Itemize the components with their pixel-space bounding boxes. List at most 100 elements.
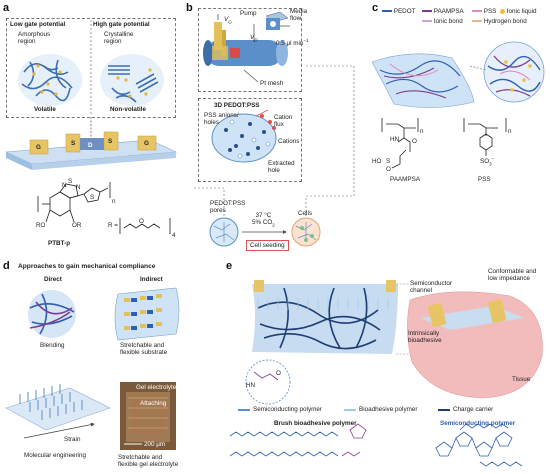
panel-b: b [184, 0, 366, 255]
stretchable-substrate-label: Stretchable and flexible substrate [120, 342, 168, 357]
panel-a-label: a [3, 2, 10, 14]
co2-sub: 2 [272, 222, 275, 228]
atom-s-c: S [386, 158, 391, 165]
incubation-label: 37 °C 5% CO2 [252, 212, 275, 228]
legend-ionic-bond-swatch [422, 20, 432, 23]
flow-exp: −1 [303, 38, 309, 43]
direct-title: Direct [44, 276, 62, 283]
device-box [198, 8, 302, 92]
pedot-3d-title: 3D PEDOT:PSS [214, 102, 260, 109]
atom-ho: HO [372, 158, 382, 165]
stretchable-film [371, 41, 545, 169]
stretchable-gel-label: Stretchable and flexible gel electrolyte [118, 454, 179, 469]
cations-label: Cations [278, 138, 300, 145]
legend-semiconducting: Semiconducting polymer [253, 406, 322, 413]
ro-left: RO [36, 222, 46, 229]
crystalline-label: Crystalline region [104, 31, 134, 46]
panel-d-title: Approaches to gain mechanical compliance [18, 263, 156, 270]
indirect-title: Indirect [140, 276, 163, 283]
paampsa-name: PAAMPSA [390, 176, 420, 183]
semi-title: Semiconducting polymer [440, 420, 516, 427]
pt-mesh-label: Pt mesh [260, 80, 284, 87]
brush-title: Brush bioadhesive polymer [274, 420, 357, 427]
amorphous-label: Amorphous region [18, 31, 51, 46]
semiconductor-channel-label: Semiconductor channel [410, 280, 452, 295]
vg-sub: G [228, 19, 232, 25]
cell-seeding-label: Cell seeding [246, 240, 289, 252]
morphology-illustration [4, 20, 178, 223]
pss-anions-label: PSS anions/ holes [204, 112, 239, 127]
pedot-pores-label: PEDOT:PSS pores [210, 200, 246, 215]
scale-bar-label: 200 μm [144, 441, 166, 448]
pump-device [194, 11, 355, 247]
r-equals: R = [108, 222, 118, 229]
legend-pss-swatch [472, 10, 482, 13]
pump-label: Pump [240, 10, 257, 17]
panel-d-label: d [3, 260, 10, 272]
non-volatile-label: Non-volatile [110, 106, 147, 113]
pss-sub-n: n [508, 128, 512, 135]
atom-s2: S [90, 194, 95, 201]
ro-right: OR [72, 222, 82, 229]
cells-label: Cells [298, 210, 312, 217]
atom-hn-e: HN [246, 382, 256, 389]
vd-sub: D [254, 37, 258, 43]
panel-c: c PEDOT PAAMPSA PSS Ionic liquid Ionic b… [366, 0, 550, 255]
panel-e: e [224, 258, 550, 474]
subscript-n: n [112, 198, 116, 205]
vg-label: VG [224, 16, 232, 25]
attaching-label: Attaching [140, 400, 167, 407]
pedot-box [198, 98, 302, 182]
atom-o-e: O [276, 370, 281, 377]
atom-hn: HN [390, 136, 400, 143]
panel-c-legend: PEDOT PAAMPSA PSS Ionic liquid Ionic bon… [382, 8, 550, 30]
tissue-label: Tissue [512, 376, 531, 383]
panel-a: a Low gate potential High gate potential… [0, 0, 182, 255]
gel-electrolyte-label: Gel electrolyte [136, 384, 177, 391]
panel-c-label: c [372, 2, 379, 14]
panel-e-label: e [226, 260, 233, 272]
legend-charge-carrier: Charge carrier [453, 406, 494, 413]
blending-label: Blending [40, 342, 65, 349]
paampsa-sub-n: n [420, 128, 424, 135]
atom-o: O [139, 218, 144, 225]
pss-name: PSS [478, 176, 491, 183]
electrode-d: D [88, 142, 93, 149]
atom-o2-c: O [386, 166, 391, 173]
legend-ionic-bond: Ionic bond [422, 18, 463, 25]
atom-n1: N [62, 182, 67, 189]
volatile-label: Volatile [34, 106, 56, 113]
legend-pedot: PEDOT [382, 8, 415, 15]
electrode-s-right: S [108, 138, 113, 145]
molecular-engineering-label: Molecular engineering [24, 452, 86, 459]
legend-pss: PSS [472, 8, 496, 15]
electrode-s-left: S [71, 140, 76, 147]
vd-label: VD [250, 34, 258, 43]
legend-ionic-liquid-swatch [500, 8, 505, 14]
strain-label: Strain [64, 436, 81, 443]
low-gate-title: Low gate potential [10, 21, 66, 28]
so3-sup: − [491, 156, 495, 161]
panel-d: d Approaches to gain mechanical complian… [0, 258, 222, 474]
cation-flux-label: Cation flux [274, 114, 293, 129]
legend-hydrogen-bond: Hydrogen bond [472, 18, 527, 25]
legend-hydrogen-bond-swatch [472, 20, 482, 23]
polymer-name: PTBT-p [48, 240, 71, 247]
compliance-illustrations [5, 287, 180, 450]
atom-so3: SO3− [480, 156, 495, 167]
media-flow-label: Media flow [290, 8, 308, 23]
high-gate-title: High gate potential [93, 21, 150, 28]
extracted-hole-label: Extracted hole [268, 160, 295, 175]
legend-paampsa-swatch [422, 10, 432, 13]
atom-n2: N [76, 184, 81, 191]
electrode-g-right: G [144, 140, 149, 147]
electrode-g-left: G [36, 144, 41, 151]
bioadhesive-device [229, 280, 543, 467]
legend-paampsa: PAAMPSA [422, 8, 464, 15]
atom-o-c: O [412, 138, 417, 145]
legend-pedot-swatch [382, 10, 392, 13]
subscript-4: 4 [172, 232, 176, 239]
flow-rate-label: 0.5 μl min−1 [276, 38, 309, 48]
conformable-label: Conformable and low impedance [488, 268, 537, 283]
atom-s: S [68, 178, 73, 185]
